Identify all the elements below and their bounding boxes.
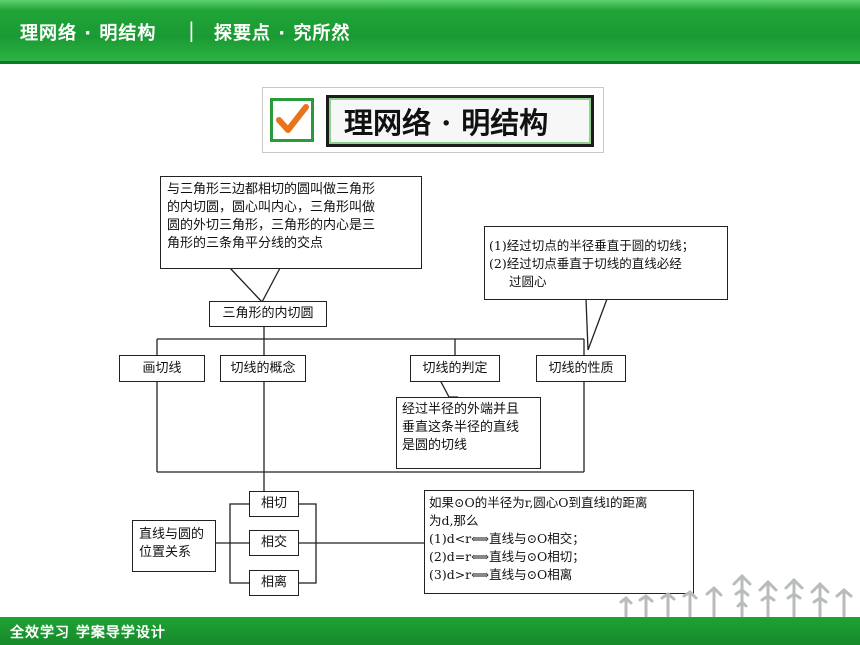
- tangent-property-box: 切线的性质: [536, 355, 626, 382]
- note-line: 是圆的切线: [402, 438, 468, 453]
- note-line: (1)d<r⟺直线与⊙O相交；: [429, 531, 585, 546]
- tangent-position-box: 相切: [249, 491, 299, 517]
- note-line: 垂直这条半径的直线: [402, 420, 520, 435]
- note-line: (1)经过切点的半径垂直于圆的切线；: [489, 238, 695, 253]
- plant-decoration: [619, 573, 853, 618]
- tangent-concept-box: 切线的概念: [220, 355, 306, 382]
- separate-position-box: 相离: [249, 570, 299, 596]
- tangent-property-note: (1)经过切点的半径垂直于圆的切线； (2)经过切点垂直于切线的直线必经 过圆心: [484, 226, 728, 300]
- note-line: 的内切圆，圆心叫内心，三角形叫做: [167, 200, 376, 215]
- line-circle-relation-box: 直线与圆的 位置关系: [132, 520, 216, 572]
- header-bar: 理网络 · 明结构 | 探要点 · 究所然: [0, 0, 860, 64]
- incircle-box: 三角形的内切圆: [209, 301, 327, 327]
- note-line: 角形的三条角平分线的交点: [167, 236, 324, 251]
- note-line: (2)d=r⟺直线与⊙O相切；: [429, 549, 585, 564]
- draw-tangent-box: 画切线: [119, 355, 205, 382]
- footer-text: 全效学习 学案导学设计: [10, 625, 166, 641]
- note-line: 直线与圆的: [139, 527, 205, 542]
- header-right-title: 探要点 · 究所然: [214, 23, 351, 44]
- header-separator: |: [188, 18, 195, 42]
- footer-bar: 全效学习 学案导学设计: [0, 617, 860, 645]
- tangent-criterion-box: 切线的判定: [410, 355, 500, 382]
- distance-relation-note: 如果⊙O的半径为r,圆心O到直线l的距离 为d,那么 (1)d<r⟺直线与⊙O相…: [424, 490, 694, 594]
- incircle-definition-note: 与三角形三边都相切的圆叫做三角形 的内切圆，圆心叫内心，三角形叫做 圆的外切三角…: [160, 176, 422, 269]
- note-line: 如果⊙O的半径为r,圆心O到直线l的距离: [429, 495, 648, 510]
- tangent-criterion-note: 经过半径的外端并且 垂直这条半径的直线 是圆的切线: [396, 397, 541, 469]
- note-line: 与三角形三边都相切的圆叫做三角形: [167, 182, 376, 197]
- note-line: 圆的外切三角形，三角形的内心是三: [167, 218, 376, 233]
- intersect-position-box: 相交: [249, 530, 299, 556]
- note-line: 位置关系: [139, 545, 192, 560]
- checkmark-icon: [270, 98, 314, 142]
- title-box: [326, 95, 594, 147]
- note-line: 经过半径的外端并且: [402, 402, 520, 417]
- note-line: (3)d>r⟺直线与⊙O相离: [429, 567, 573, 582]
- note-line: 过圆心: [509, 274, 547, 289]
- page-title: 理网络 · 明结构: [344, 106, 549, 140]
- note-line: 为d,那么: [429, 513, 479, 528]
- note-line: (2)经过切点垂直于切线的直线必经: [489, 256, 682, 271]
- header-highlight: [0, 0, 860, 10]
- header-left-title: 理网络 · 明结构: [20, 23, 157, 44]
